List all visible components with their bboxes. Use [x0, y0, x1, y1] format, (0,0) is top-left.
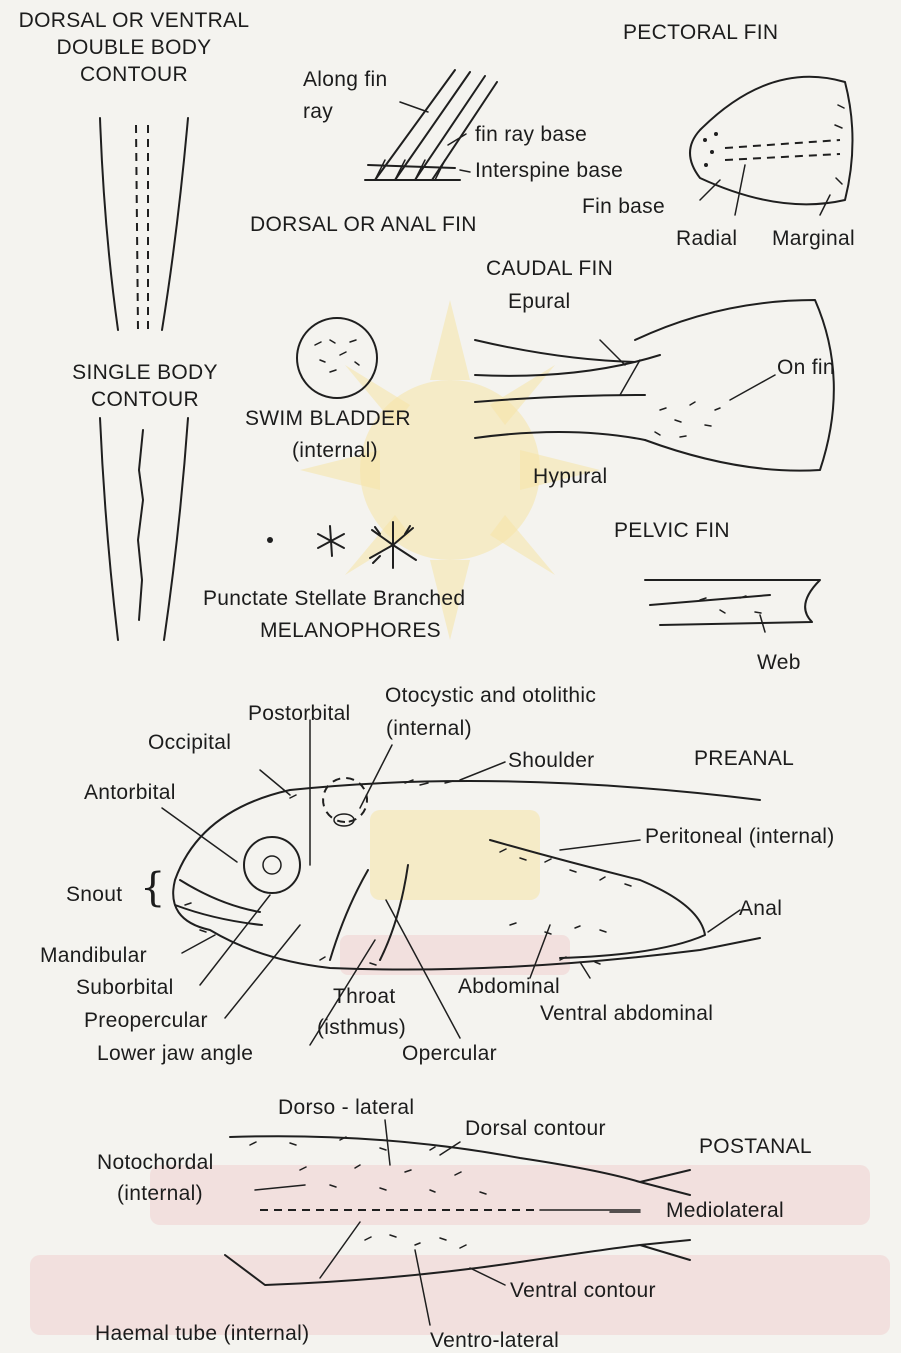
label-otocystic-internal: (internal) [386, 718, 472, 739]
label-radial: Radial [676, 228, 737, 249]
label-hypural: Hypural [533, 466, 607, 487]
label-antorbital: Antorbital [84, 782, 176, 803]
label-preanal: PREANAL [694, 748, 794, 769]
label-caudal-fin: CAUDAL FIN [486, 258, 613, 279]
label-dorsal-or-anal-fin: DORSAL OR ANAL FIN [250, 214, 477, 235]
label-pectoral-fin: PECTORAL FIN [623, 22, 778, 43]
label-mediolateral: Mediolateral [666, 1200, 784, 1221]
label-dorso-lateral: Dorso - lateral [278, 1097, 414, 1118]
label-on-fin: On fin [777, 357, 835, 378]
label-lower-jaw-angle: Lower jaw angle [97, 1043, 253, 1064]
label-along-fin-ray: Along fin ray [303, 64, 423, 127]
label-suborbital: Suborbital [76, 977, 174, 998]
label-occipital: Occipital [148, 732, 231, 753]
label-snout: Snout [66, 884, 122, 905]
label-web: Web [757, 652, 801, 673]
label-dorsal-contour: Dorsal contour [465, 1118, 606, 1139]
label-swim-bladder: SWIM BLADDER [245, 408, 411, 429]
melanophores-drawing [267, 522, 416, 568]
label-melanophore-types: Punctate Stellate Branched [203, 588, 465, 609]
swim-bladder-drawing [297, 318, 377, 398]
label-preopercular: Preopercular [84, 1010, 208, 1031]
label-postorbital: Postorbital [248, 703, 351, 724]
pelvic-fin-drawing [645, 580, 820, 632]
pectoral-fin-drawing [690, 77, 853, 215]
label-postanal: POSTANAL [699, 1136, 812, 1157]
watermark [30, 300, 890, 1335]
label-swim-bladder-internal: (internal) [292, 440, 378, 461]
label-otocystic-otolithic: Otocystic and otolithic [385, 685, 596, 706]
label-marginal: Marginal [772, 228, 855, 249]
label-ventro-lateral: Ventro-lateral [430, 1330, 559, 1351]
label-peritoneal: Peritoneal (internal) [645, 826, 835, 847]
label-haemal-tube: Haemal tube (internal) [95, 1323, 309, 1344]
label-single-body-contour: SINGLE BODY CONTOUR [45, 360, 245, 414]
label-fin-ray-base: fin ray base [475, 124, 587, 145]
label-pelvic-fin: PELVIC FIN [614, 520, 730, 541]
label-notochordal-internal: (internal) [117, 1183, 203, 1204]
double-body-contour-drawing [100, 118, 188, 330]
label-epural: Epural [508, 291, 571, 312]
label-opercular: Opercular [402, 1043, 497, 1064]
single-body-contour-drawing [100, 418, 188, 640]
label-mandibular: Mandibular [40, 945, 147, 966]
label-shoulder: Shoulder [508, 750, 594, 771]
label-notochordal: Notochordal [97, 1152, 214, 1173]
label-melanophores: MELANOPHORES [260, 620, 441, 641]
label-anal: Anal [739, 898, 782, 919]
label-double-body-contour: DORSAL OR VENTRAL DOUBLE BODY CONTOUR [5, 8, 263, 89]
label-ventral-abdominal: Ventral abdominal [540, 1003, 713, 1024]
label-throat: Throat [333, 986, 396, 1007]
label-abdominal: Abdominal [458, 976, 560, 997]
label-interspine-base: Interspine base [475, 160, 623, 181]
label-isthmus: (isthmus) [317, 1017, 406, 1038]
label-fin-base: Fin base [582, 196, 665, 217]
snout-brace: { [140, 868, 166, 908]
label-ventral-contour: Ventral contour [510, 1280, 656, 1301]
